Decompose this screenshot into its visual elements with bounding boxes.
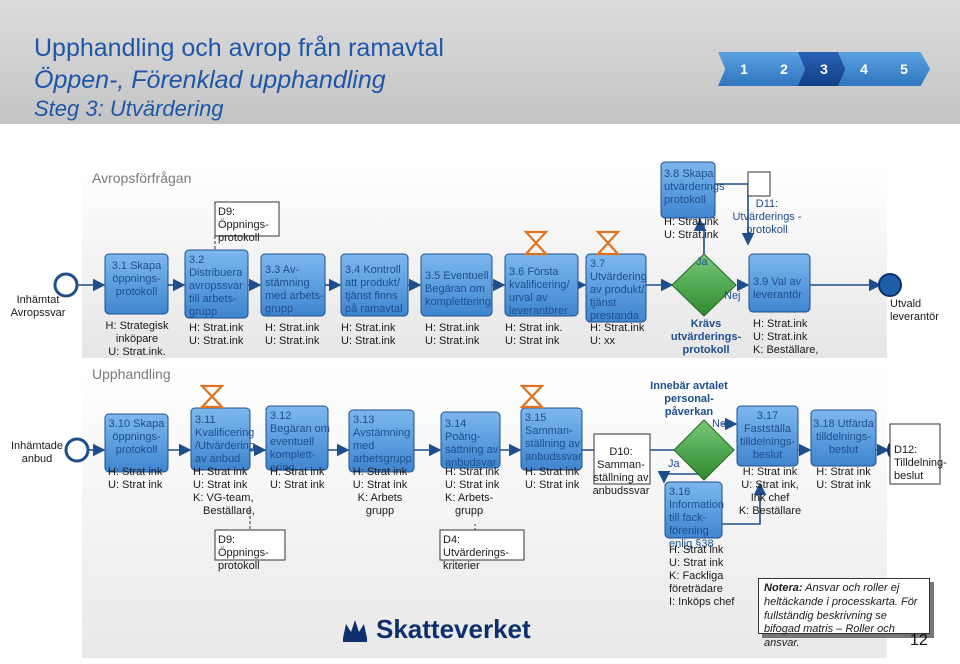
task-3-17-roles: H: Strat ink U: Strat ink, Ink chef K: B… [738, 466, 802, 517]
process-diagram: Avropsförfrågan Upphandling [0, 124, 960, 664]
task-3-14-roles: H: Strat ink U: Strat ink K: Arbets- gru… [445, 466, 500, 517]
task-3-10-label: 3.10 Skapa öppnings- protokoll [108, 418, 165, 456]
task-3-4-shape[interactable] [340, 253, 409, 317]
task-3-16-label: 3.16 Information till fack- förening enl… [669, 486, 725, 550]
step-5-button[interactable]: 5 [878, 52, 930, 86]
task-3-14-label: 3.14 Poäng- sättning av anbudsvar [445, 418, 499, 469]
task-3-8-shape[interactable] [660, 161, 716, 219]
task-3-18-label: 3.18 Utfärda tilldelnings- beslut [813, 418, 874, 456]
task-3-16-shape[interactable] [664, 481, 723, 539]
task-3-8-roles: H: Strat.ink U: Strat.ink [664, 216, 719, 241]
task-3-13-label: 3.13 Avstämning med arbetsgrupp [353, 414, 412, 465]
row1-gateway-label: Krävs utvärderings- protokoll [670, 318, 742, 356]
logo-text: Skatteverket [376, 614, 531, 644]
doc-d4[interactable] [439, 529, 525, 561]
task-3-14-shape[interactable] [440, 411, 501, 469]
task-3-11-roles: H: Strat ink U: Strat ink K: VG-team, Be… [193, 466, 255, 517]
doc-d9-row2-label: D9: Öppnings- protokoll [218, 534, 269, 572]
doc-d11-icon[interactable] [747, 171, 771, 197]
doc-d4-label: D4: Utvärderings- kriterier [443, 534, 510, 572]
note-box: Notera: Ansvar och roller ej heltäckande… [758, 578, 930, 649]
note-prefix: Notera: [764, 582, 803, 594]
task-3-15-label: 3.15 Samman- ställning av anbudssvar [525, 412, 582, 463]
task-3-12-label: 3.12 Begäran om eventuell komplett- erin… [270, 410, 330, 474]
task-3-13-roles: H: Strat ink U: Strat ink K: Arbets grup… [352, 466, 408, 517]
task-3-6-label: 3.6 Första kvalificering/ urval av lever… [509, 266, 570, 317]
title-line-1: Upphandling och avrop från ramavtal [34, 34, 444, 62]
hourglass-icon [595, 230, 621, 256]
row1-end-label: Utvald leverantör [890, 298, 939, 323]
task-3-3-label: 3.3 Av- stämning med arbets- grupp [265, 264, 324, 315]
task-3-15-shape[interactable] [520, 407, 583, 471]
task-3-5-roles: H: Strat.ink U: Strat.ink [425, 322, 480, 347]
title-line-2: Öppen-, Förenklad upphandling [34, 66, 386, 94]
note-text-3: – Roller och ansvar. [764, 623, 895, 649]
row1-gateway[interactable] [671, 253, 737, 317]
doc-d9-row1[interactable] [214, 201, 280, 237]
task-3-7-label: 3.7 Utvärdering av produkt/ tjänst prest… [590, 258, 647, 322]
gateway2-no-label: Nej [712, 418, 729, 430]
task-3-17-label: 3.17 Fastställa tilldelnings- beslut [739, 410, 796, 461]
task-3-6-roles: H: Strat ink. U: Strat ink [505, 322, 563, 347]
task-3-4-roles: H: Strat.ink U: Strat.ink [341, 322, 396, 347]
row2-gateway[interactable] [673, 419, 735, 481]
row2-gateway-label: Innebär avtalet personal- påverkan [650, 380, 728, 418]
doc-d12-label: D12: Tilldelning- beslut [894, 444, 947, 482]
title-banner: Upphandling och avrop från ramavtal Öppe… [0, 0, 960, 124]
doc-d10-label: D10: Samman- ställning av anbudssvar [592, 446, 650, 497]
task-3-13-shape[interactable] [348, 409, 415, 473]
lane-label-upphandling: Upphandling [92, 366, 171, 382]
task-3-12-roles: H: Strat ink U: Strat ink [270, 466, 325, 491]
task-3-10-roles: H: Strat ink U: Strat ink [108, 466, 163, 491]
task-3-1-label: 3.1 Skapa öppnings- protokoll [111, 260, 162, 298]
task-3-5-shape[interactable] [420, 253, 493, 317]
task-3-18-shape[interactable] [810, 409, 877, 467]
gateway-yes-label: Ja [696, 256, 708, 268]
task-3-12-shape[interactable] [265, 405, 329, 471]
task-3-16-roles: H: Strat ink U: Strat ink K: Fackliga fö… [669, 544, 735, 608]
diagram-shapes [53, 161, 941, 561]
skatteverket-logo: Skatteverket [340, 614, 531, 645]
task-3-1-shape[interactable] [104, 253, 169, 315]
task-3-1-roles: H: Strategisk inköpare U: Strat.ink. [105, 320, 169, 358]
task-3-18-roles: H: Strat ink U: Strat ink [816, 466, 871, 491]
doc-d9-row2[interactable] [214, 529, 286, 561]
task-3-5-label: 3.5 Eventuell Begäran om komplettering [425, 270, 492, 308]
note-text-1: Ansvar och roller ej heltäckande i proce… [764, 582, 901, 608]
task-3-3-roles: H: Strat.ink U: Strat.ink [265, 322, 320, 347]
task-3-11-label: 3.11 Kvalificering /Utvärdering av anbud [195, 414, 255, 465]
doc-d11-label: D11: Utvärderings - protokoll [732, 198, 802, 236]
hourglass-icon [523, 230, 549, 256]
task-3-9-shape[interactable] [748, 253, 811, 313]
task-3-15-roles: H: Strat ink U: Strat ink [525, 466, 580, 491]
doc-d10[interactable] [593, 433, 651, 485]
task-3-8-label: 3.8 Skapa utvärderings protokoll [664, 168, 725, 206]
title-line-3: Steg 3: Utvärdering [34, 96, 224, 121]
lane-label-avrop: Avropsförfrågan [92, 170, 192, 186]
task-3-2-roles: H: Strat.ink U: Strat.ink [189, 322, 244, 347]
task-3-7-roles: H: Strat.ink U: xx [590, 322, 645, 347]
task-3-4-label: 3.4 Kontroll att produkt/ tjänst finns p… [345, 264, 403, 315]
crown-icon [343, 620, 367, 642]
task-3-9-label: 3.9 Val av leverantör [753, 276, 802, 301]
hourglass-icon [519, 384, 545, 409]
hourglass-icon [199, 384, 225, 409]
gateway-no-label: Nej [724, 290, 741, 302]
gateway2-yes-label: Ja [668, 458, 680, 470]
task-3-3-shape[interactable] [260, 253, 326, 317]
row1-end-event[interactable] [878, 273, 902, 297]
row2-start-label: Inhämtade anbud [11, 440, 63, 465]
row2-start-event[interactable] [64, 437, 90, 463]
page-number: 12 [910, 632, 928, 649]
task-3-9-roles: H: Strat.ink U: Strat.ink K: Beställare, [753, 318, 819, 356]
task-3-17-shape[interactable] [736, 405, 799, 467]
task-3-2-shape[interactable] [184, 249, 249, 319]
row1-start-label: Inhämtat Avropssvar [10, 294, 66, 319]
doc-d9-row1-label: D9: Öppnings- protokoll [218, 206, 269, 244]
task-3-2-label: 3.2 Distribuera avropssvar till arbets- … [189, 254, 243, 318]
note-text-2: För fullständig beskrivning se bifogad m… [764, 595, 918, 636]
doc-d12[interactable] [889, 423, 941, 485]
row1-start-event[interactable] [53, 272, 79, 298]
task-3-10-shape[interactable] [104, 413, 169, 473]
